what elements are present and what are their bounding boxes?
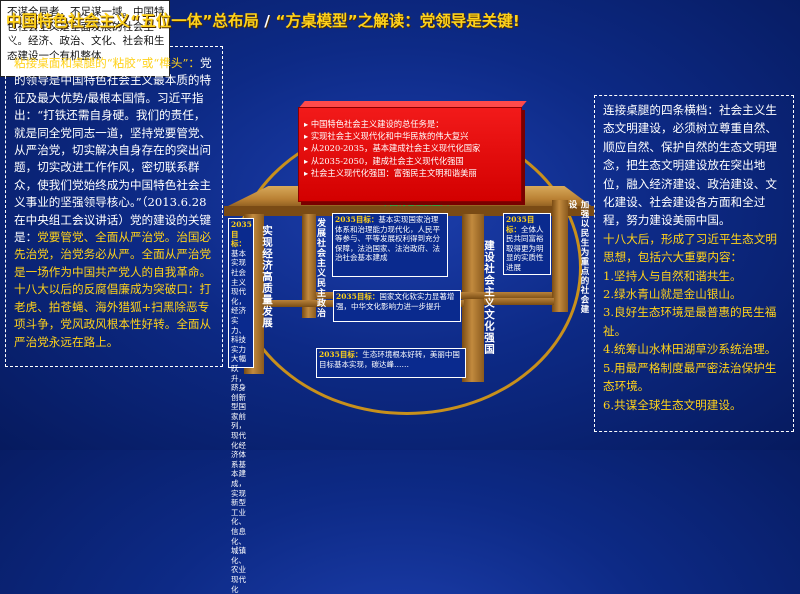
left-para1-yellow: 粘接桌面和桌腿的“粘胶”或“榫头”：: [14, 56, 201, 70]
right-text-box: 连接桌腿的四条横档：社会主义生态文明建设，必须树立尊重自然、顺应自然、保护自然的…: [594, 95, 794, 432]
right-item: 4.统筹山水林田湖草沙系统治理。: [603, 342, 777, 357]
note-2035-culture: 2035目标：国家文化软实力显著增强，中华文化影响力进一步提升: [333, 290, 461, 322]
task-item: ▸ 从2035-2050，建成社会主义现代化强国: [304, 155, 464, 166]
left-para2-yellow: 党要管党、全面从严治党。治国必先治党，治党务必从严。全面从严治党是一场作为中国共…: [14, 230, 212, 349]
leg-label-culture: 建设社会主义文化强国: [483, 240, 495, 355]
right-item: 5.用最严格制度最严密法治保护生态环境。: [603, 360, 777, 394]
note-2035-ecology: 2035目标：生态环境根本好转，美丽中国目标基本实现，碳达峰……: [316, 348, 466, 378]
title-part1: 中国特色社会主义“五位一体”总布局: [6, 12, 259, 30]
table-edge: [224, 206, 594, 216]
leg-label-society: 加强以民生为重点的社会建设: [567, 200, 589, 314]
task-item: ▸ 实现社会主义现代化和中华民族的伟大复兴: [304, 131, 469, 142]
table-leg-4: [552, 200, 568, 312]
table-stretcher: [484, 298, 554, 305]
task-item: ▸ 从2020-2035，基本建成社会主义现代化国家: [304, 143, 481, 154]
right-item: 6.共谋全球生态文明建设。: [603, 397, 742, 412]
bullet-dot: [4, 41, 15, 52]
right-item: 1.坚持人与自然和谐共生。: [603, 268, 742, 283]
table-leg-2: [302, 214, 316, 318]
right-intro-yellow: 十八大后，形成了习近平生态文明思想，包括六大重要内容：: [603, 231, 777, 265]
task-list: ▸ 中国特色社会主义建设的总任务是： ▸ 实现社会主义现代化和中华民族的伟大复兴…: [304, 118, 518, 179]
page-title: 中国特色社会主义“五位一体”总布局 / “方桌模型”之解读：党领导是关键!: [6, 4, 606, 38]
top-right-quote-box: 不谋全局者，不足谋一域。中国特色社会主义是全面发展的社会主义。经济、政治、文化、…: [0, 0, 170, 77]
note-2035-economy: 2035目标：基本实现社会主义现代化，经济实力、科技实力大幅跃升，跻身创新型国家…: [228, 218, 254, 594]
right-item: 2.绿水青山就是金山银山。: [603, 287, 742, 302]
right-item: 3.良好生态环境是最普惠的民生福祉。: [603, 305, 777, 338]
task-item: ▸ 社会主义现代化强国：富强民主文明和谐美丽: [304, 167, 477, 178]
task-item: ▸ 中国特色社会主义建设的总任务是：: [304, 119, 444, 129]
title-part2: “方桌模型”之解读：党领导是关键!: [275, 12, 520, 30]
right-intro-white: 连接桌腿的四条横档：社会主义生态文明建设，必须树立尊重自然、顺应自然、保护自然的…: [603, 103, 777, 228]
note-2035-politics: 2035目标：基本实现国家治理体系和治理能力现代化，人民平等参与、平等发展权利得…: [332, 213, 448, 277]
leg-label-economy: 实现经济高质量发展: [261, 225, 273, 329]
leg-label-politics: 发展社会主义民主政治: [315, 218, 325, 318]
title-separator: /: [258, 12, 276, 30]
note-2035-society: 2035目标：全体人民共同富裕取得更为明显的实质性进展: [503, 213, 551, 275]
table-label: 中国特色社会主义: [380, 198, 449, 208]
task-red-box: [298, 107, 522, 202]
left-text-box: 粘接桌面和桌腿的“粘胶”或“榫头”：党的领导是中国特色社会主义最本质的特征及最大…: [4, 41, 223, 367]
left-para1-white: 党的领导是中国特色社会主义最本质的特征及最大优势/最根本国情。习近平指出：“打铁…: [14, 56, 212, 245]
